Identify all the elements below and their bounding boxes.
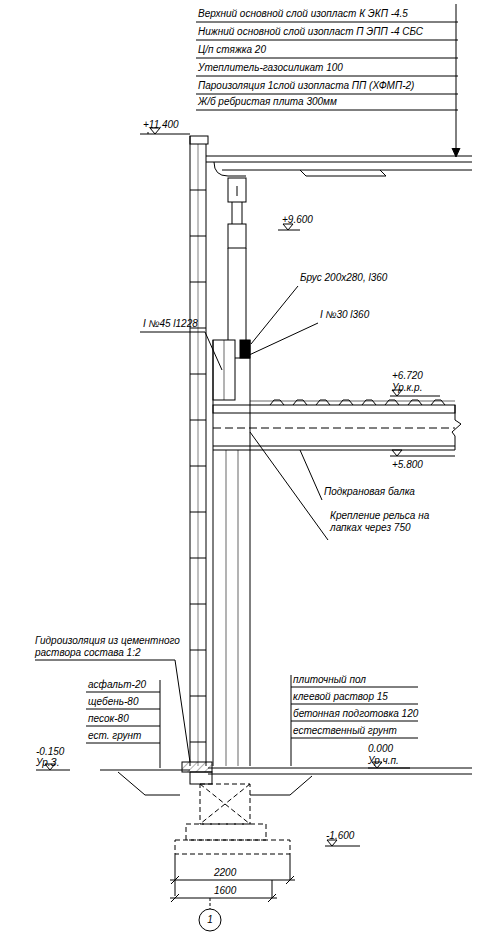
elevation-mark: +9.600 (282, 214, 313, 226)
axis-number: 1 (199, 914, 221, 926)
elevation-mark: +6.720 (392, 370, 423, 382)
elevation-mark: -0.150 (36, 746, 64, 758)
member-label: Брус 200х280, l360 (300, 272, 387, 284)
elevation-mark: -1.600 (326, 830, 354, 842)
member-label: I №30 l360 (320, 309, 369, 321)
pavement-layer: асфальт-20 (88, 679, 146, 691)
roof-layer-note: Утеплитель-газосиликат 100 (198, 62, 343, 74)
level-label: Ур.к.р. (392, 382, 422, 394)
dimension: 2200 (214, 867, 236, 879)
elevation-mark: 0.000 (368, 743, 393, 755)
rail-note: Крепление рельса на лапках через 750 (330, 510, 448, 534)
roof-layer-note: Верхний основной слой изопласт К ЭКП -4.… (198, 8, 408, 20)
floor-layer: клеевой раствор 15 (293, 691, 388, 703)
roof-layer-note: Пароизоляция 1слой изопласта ПП (ХФМП-2) (198, 80, 414, 92)
waterproofing-note: Гидроизоляция из цементного раствора сос… (35, 635, 185, 659)
floor-layer: бетонная подготовка 120 (293, 708, 418, 720)
pavement-layer: ест. грунт (88, 730, 141, 742)
roof-layer-note: Ц/п стяжка 20 (198, 44, 266, 56)
member-label: I №45 l1228 (143, 318, 198, 330)
roof-layer-note: Нижний основной слой изопласт П ЭПП -4 С… (198, 26, 423, 38)
elevation-mark: +11.400 (143, 119, 179, 131)
dimension: 1600 (214, 885, 236, 897)
member-label: Подкрановая балка (324, 486, 415, 498)
elevation-mark: +5.800 (392, 459, 423, 471)
floor-layer: естественный грунт (293, 725, 397, 737)
floor-layer: плиточный пол (293, 674, 366, 686)
level-label: Ур.ч.п. (368, 755, 399, 767)
roof-layer-note: Ж/б ребристая плита 300мм (198, 96, 337, 108)
pavement-layer: песок-80 (88, 713, 129, 725)
pavement-layer: щебень-80 (88, 696, 138, 708)
level-label: Ур.З. (36, 757, 60, 769)
